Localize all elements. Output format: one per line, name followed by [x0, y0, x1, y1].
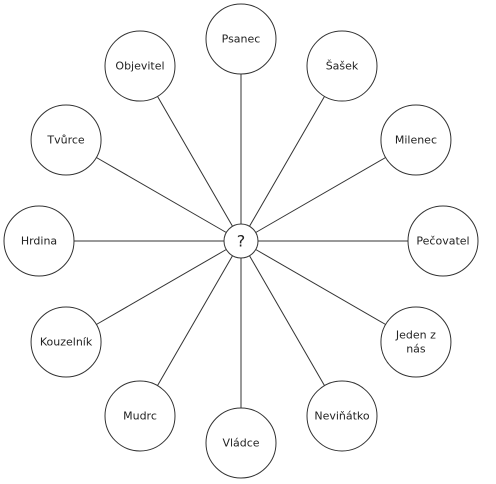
node-label: nás [406, 343, 426, 356]
spokes-group [74, 74, 408, 408]
node-circle [205, 3, 277, 75]
node-label: Vládce [222, 437, 259, 450]
node-label: Objevitel [115, 60, 164, 73]
spoke-sasek [249, 96, 325, 227]
center-node: ? [223, 223, 259, 259]
node-label: Jeden z [395, 329, 436, 342]
node-circle [306, 380, 378, 452]
node-label: Hrdina [21, 235, 57, 248]
node-circle [380, 104, 452, 176]
node-circle [104, 380, 176, 452]
node-circle [380, 306, 452, 378]
spoke-nevinatko [249, 255, 325, 386]
node-label: Psanec [222, 33, 261, 46]
node-circle [3, 205, 75, 277]
node-label: Pečovatel [416, 235, 469, 248]
node-circle [407, 205, 479, 277]
node-circle [30, 104, 102, 176]
node-sasek: Šašek [306, 30, 378, 102]
node-tvurce: Tvůrce [30, 104, 102, 176]
spoke-tvurce [96, 157, 227, 233]
node-psanec: Psanec [205, 3, 277, 75]
node-circle [306, 30, 378, 102]
node-vladce: Vládce [205, 407, 277, 479]
node-label: Neviňátko [314, 409, 370, 422]
spoke-mudrc [157, 255, 233, 386]
node-kouzelnik: Kouzelník [30, 306, 102, 378]
node-nevinatko: Neviňátko [306, 380, 378, 452]
node-label: Šašek [326, 60, 359, 73]
center-circle [223, 223, 259, 259]
node-objevitel: Objevitel [104, 30, 176, 102]
node-label: Kouzelník [40, 336, 93, 349]
node-hrdina: Hrdina [3, 205, 75, 277]
spoke-objevitel [157, 96, 233, 227]
center-label: ? [237, 232, 246, 251]
node-label: Mudrc [123, 409, 157, 422]
spoke-jeden-z-nas [255, 249, 386, 325]
node-milenec: Milenec [380, 104, 452, 176]
node-circle [104, 30, 176, 102]
node-mudrc: Mudrc [104, 380, 176, 452]
node-label: Milenec [395, 134, 437, 147]
spoke-kouzelnik [96, 249, 227, 325]
node-circle [30, 306, 102, 378]
node-pecovatel: Pečovatel [407, 205, 479, 277]
node-label: Tvůrce [46, 134, 85, 147]
node-circle [205, 407, 277, 479]
spoke-milenec [255, 157, 386, 233]
